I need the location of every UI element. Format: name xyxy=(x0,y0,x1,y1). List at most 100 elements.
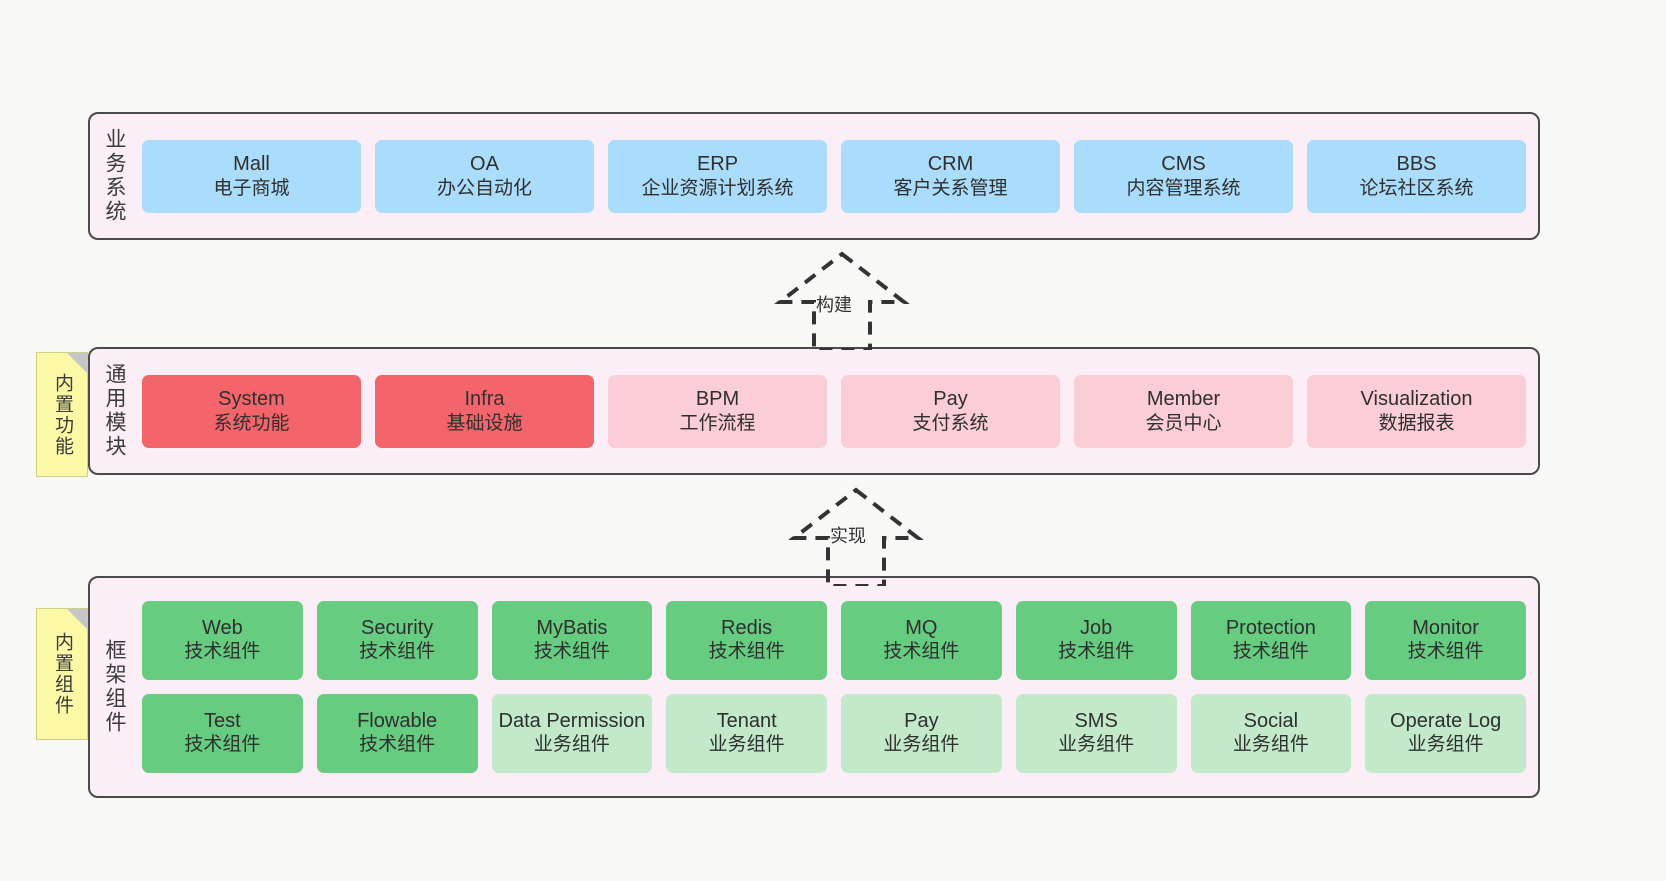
card-monitor[interactable]: Monitor 技术组件 xyxy=(1365,601,1526,680)
card-subtitle: 支付系统 xyxy=(912,412,989,434)
card-title: Security xyxy=(361,617,434,640)
layer-title-common-modules: 通用模块 xyxy=(103,363,127,459)
note-label: 内置组件 xyxy=(51,632,73,716)
card-mybatis[interactable]: MyBatis 技术组件 xyxy=(491,601,653,680)
card-title: Social xyxy=(1243,710,1299,733)
card-mall[interactable]: Mall 电子商城 xyxy=(142,139,361,213)
card-bbs[interactable]: BBS 论坛社区系统 xyxy=(1307,139,1526,213)
card-title: Member xyxy=(1146,387,1221,410)
arrow-build xyxy=(774,251,910,350)
card-row: Mall 电子商城 OA 办公自动化 ERP 企业资源计划系统 CRM 客户关系… xyxy=(142,139,1526,213)
card-row: System 系统功能 Infra 基础设施 BPM 工作流程 Pay 支付系统… xyxy=(142,374,1526,448)
card-subtitle: 技术组件 xyxy=(359,734,436,756)
card-erp[interactable]: ERP 企业资源计划系统 xyxy=(608,139,827,213)
card-title: MQ xyxy=(905,617,938,640)
card-title: Monitor xyxy=(1412,617,1479,640)
card-title: Operate Log xyxy=(1390,710,1502,733)
layer-body-framework-components: Web 技术组件 Security 技术组件 MyBatis 技术组件 Redi… xyxy=(138,578,1538,796)
card-visualization[interactable]: Visualization 数据报表 xyxy=(1307,374,1526,448)
card-subtitle: 技术组件 xyxy=(883,641,960,663)
layer-common-modules: 通用模块 System 系统功能 Infra 基础设施 BPM 工作流程 Pay xyxy=(88,347,1540,475)
card-bpm[interactable]: BPM 工作流程 xyxy=(608,374,827,448)
card-security[interactable]: Security 技术组件 xyxy=(316,601,478,680)
card-subtitle: 技术组件 xyxy=(184,641,261,663)
card-subtitle: 业务组件 xyxy=(533,734,610,756)
folded-corner-icon xyxy=(67,609,87,629)
card-subtitle: 论坛社区系统 xyxy=(1359,177,1474,199)
card-subtitle: 客户关系管理 xyxy=(893,177,1008,199)
card-subtitle: 电子商城 xyxy=(213,177,290,199)
card-subtitle: 业务组件 xyxy=(1232,734,1309,756)
arrow-label-build: 构建 xyxy=(816,295,852,315)
card-redis[interactable]: Redis 技术组件 xyxy=(666,601,827,680)
card-title: Redis xyxy=(721,617,773,640)
layer-body-common-modules: System 系统功能 Infra 基础设施 BPM 工作流程 Pay 支付系统… xyxy=(138,349,1538,473)
card-title: Web xyxy=(201,617,243,640)
card-title: OA xyxy=(470,152,499,175)
card-title: BPM xyxy=(695,387,740,410)
card-operate-log[interactable]: Operate Log 业务组件 xyxy=(1365,694,1526,773)
card-subtitle: 技术组件 xyxy=(1407,641,1484,663)
card-subtitle: 业务组件 xyxy=(1407,734,1484,756)
card-test[interactable]: Test 技术组件 xyxy=(142,694,303,773)
card-oa[interactable]: OA 办公自动化 xyxy=(375,139,594,213)
card-subtitle: 会员中心 xyxy=(1145,412,1222,434)
card-data-permission[interactable]: Data Permission 业务组件 xyxy=(491,694,653,773)
card-title: Data Permission xyxy=(498,710,646,733)
card-subtitle: 技术组件 xyxy=(184,734,261,756)
card-title: CRM xyxy=(927,152,974,175)
note-builtin-function: 内置功能 xyxy=(36,352,88,477)
card-title: SMS xyxy=(1074,710,1118,733)
card-job[interactable]: Job 技术组件 xyxy=(1015,601,1177,680)
card-title: Visualization xyxy=(1360,387,1473,410)
folded-corner-icon xyxy=(67,353,87,373)
card-member[interactable]: Member 会员中心 xyxy=(1074,374,1293,448)
card-subtitle: 企业资源计划系统 xyxy=(641,177,794,199)
card-title: Flowable xyxy=(357,710,438,733)
card-crm[interactable]: CRM 客户关系管理 xyxy=(841,139,1060,213)
card-subtitle: 办公自动化 xyxy=(436,177,532,199)
layer-framework-components: 框架组件 Web 技术组件 Security 技术组件 MyBatis 技术组件… xyxy=(88,576,1540,798)
card-title: MyBatis xyxy=(536,617,608,640)
card-cms[interactable]: CMS 内容管理系统 xyxy=(1074,139,1293,213)
card-tenant[interactable]: Tenant 业务组件 xyxy=(666,694,827,773)
layer-title-framework-components: 框架组件 xyxy=(103,639,127,735)
card-subtitle: 技术组件 xyxy=(533,641,610,663)
card-pay-component[interactable]: Pay 业务组件 xyxy=(841,694,1002,773)
card-title: BBS xyxy=(1396,152,1437,175)
card-title: CMS xyxy=(1161,152,1206,175)
card-title: Test xyxy=(204,710,241,733)
card-subtitle: 业务组件 xyxy=(883,734,960,756)
card-protection[interactable]: Protection 技术组件 xyxy=(1190,601,1352,680)
card-sms[interactable]: SMS 业务组件 xyxy=(1015,694,1177,773)
card-subtitle: 系统功能 xyxy=(213,412,290,434)
card-subtitle: 业务组件 xyxy=(1058,734,1135,756)
note-builtin-component: 内置组件 xyxy=(36,608,88,740)
card-pay[interactable]: Pay 支付系统 xyxy=(841,374,1060,448)
card-infra[interactable]: Infra 基础设施 xyxy=(375,374,594,448)
card-web[interactable]: Web 技术组件 xyxy=(142,601,303,680)
card-system[interactable]: System 系统功能 xyxy=(142,374,361,448)
card-subtitle: 技术组件 xyxy=(1232,641,1309,663)
layer-title-business-system: 业务系统 xyxy=(103,128,127,224)
layer-body-business-system: Mall 电子商城 OA 办公自动化 ERP 企业资源计划系统 CRM 客户关系… xyxy=(138,114,1538,238)
arrow-label-implement: 实现 xyxy=(830,526,866,546)
card-title: Mall xyxy=(233,152,270,175)
card-subtitle: 技术组件 xyxy=(708,641,785,663)
card-title: Pay xyxy=(933,387,968,410)
arrow-implement xyxy=(788,487,924,586)
card-mq[interactable]: MQ 技术组件 xyxy=(841,601,1002,680)
card-title: Pay xyxy=(904,710,939,733)
card-subtitle: 内容管理系统 xyxy=(1126,177,1241,199)
card-subtitle: 基础设施 xyxy=(446,412,523,434)
card-title: ERP xyxy=(696,152,739,175)
card-title: Job xyxy=(1080,617,1113,640)
card-subtitle: 业务组件 xyxy=(708,734,785,756)
card-subtitle: 工作流程 xyxy=(679,412,756,434)
card-row: Test 技术组件 Flowable 技术组件 Data Permission … xyxy=(142,694,1526,773)
card-social[interactable]: Social 业务组件 xyxy=(1190,694,1352,773)
card-flowable[interactable]: Flowable 技术组件 xyxy=(316,694,478,773)
note-label: 内置功能 xyxy=(51,372,73,457)
card-subtitle: 技术组件 xyxy=(1058,641,1135,663)
